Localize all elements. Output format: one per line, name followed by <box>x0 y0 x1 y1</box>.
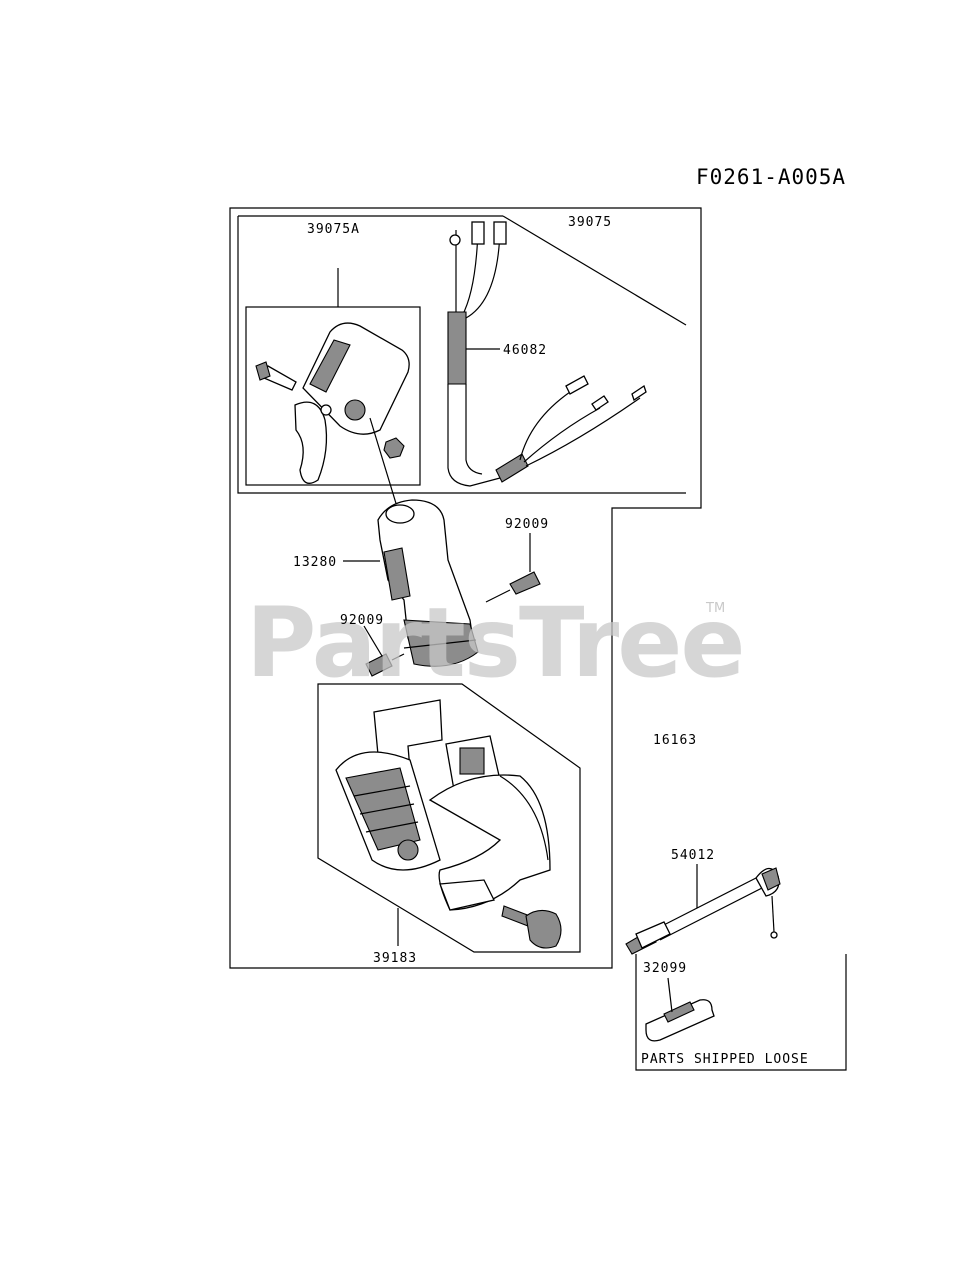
stop-switch-wire <box>447 221 647 487</box>
label-32099: 32099 <box>643 961 687 976</box>
assembly-outline <box>229 207 702 969</box>
leader-32099 <box>667 977 673 1013</box>
diagram-code: F0261-A005A <box>696 165 846 189</box>
label-39075: 39075 <box>568 215 612 230</box>
label-parts-shipped-loose: PARTS SHIPPED LOOSE <box>641 1052 809 1067</box>
bracket-39183-outline <box>317 683 581 953</box>
lever-nut <box>383 437 405 459</box>
kit-39075-edge <box>502 215 687 326</box>
mounting-bracket <box>335 699 551 911</box>
handle-13280 <box>377 499 479 667</box>
leader-92009-lower <box>363 625 383 657</box>
label-39183: 39183 <box>373 951 417 966</box>
leader-lever-handle <box>369 417 399 511</box>
label-16163: 16163 <box>653 733 697 748</box>
sub-kit-39075A-box <box>245 306 421 486</box>
watermark: PartsTree <box>246 587 743 699</box>
trademark-mark: TM <box>705 601 725 616</box>
kit-39075-outline <box>237 215 686 494</box>
tube-32099 <box>645 999 715 1042</box>
lever-bolt <box>255 361 297 391</box>
label-92009-upper: 92009 <box>505 517 549 532</box>
label-39075A: 39075A <box>307 222 360 237</box>
knob-bolt <box>501 905 562 949</box>
throttle-lever <box>294 322 410 484</box>
label-13280: 13280 <box>293 555 337 570</box>
label-54012: 54012 <box>671 848 715 863</box>
screw-92009-upper <box>485 571 541 603</box>
screw-92009-lower <box>365 653 405 677</box>
throttle-cable-54012 <box>625 867 781 955</box>
label-46082: 46082 <box>503 343 547 358</box>
loose-parts-outline <box>635 954 847 1071</box>
label-92009-lower: 92009 <box>340 613 384 628</box>
